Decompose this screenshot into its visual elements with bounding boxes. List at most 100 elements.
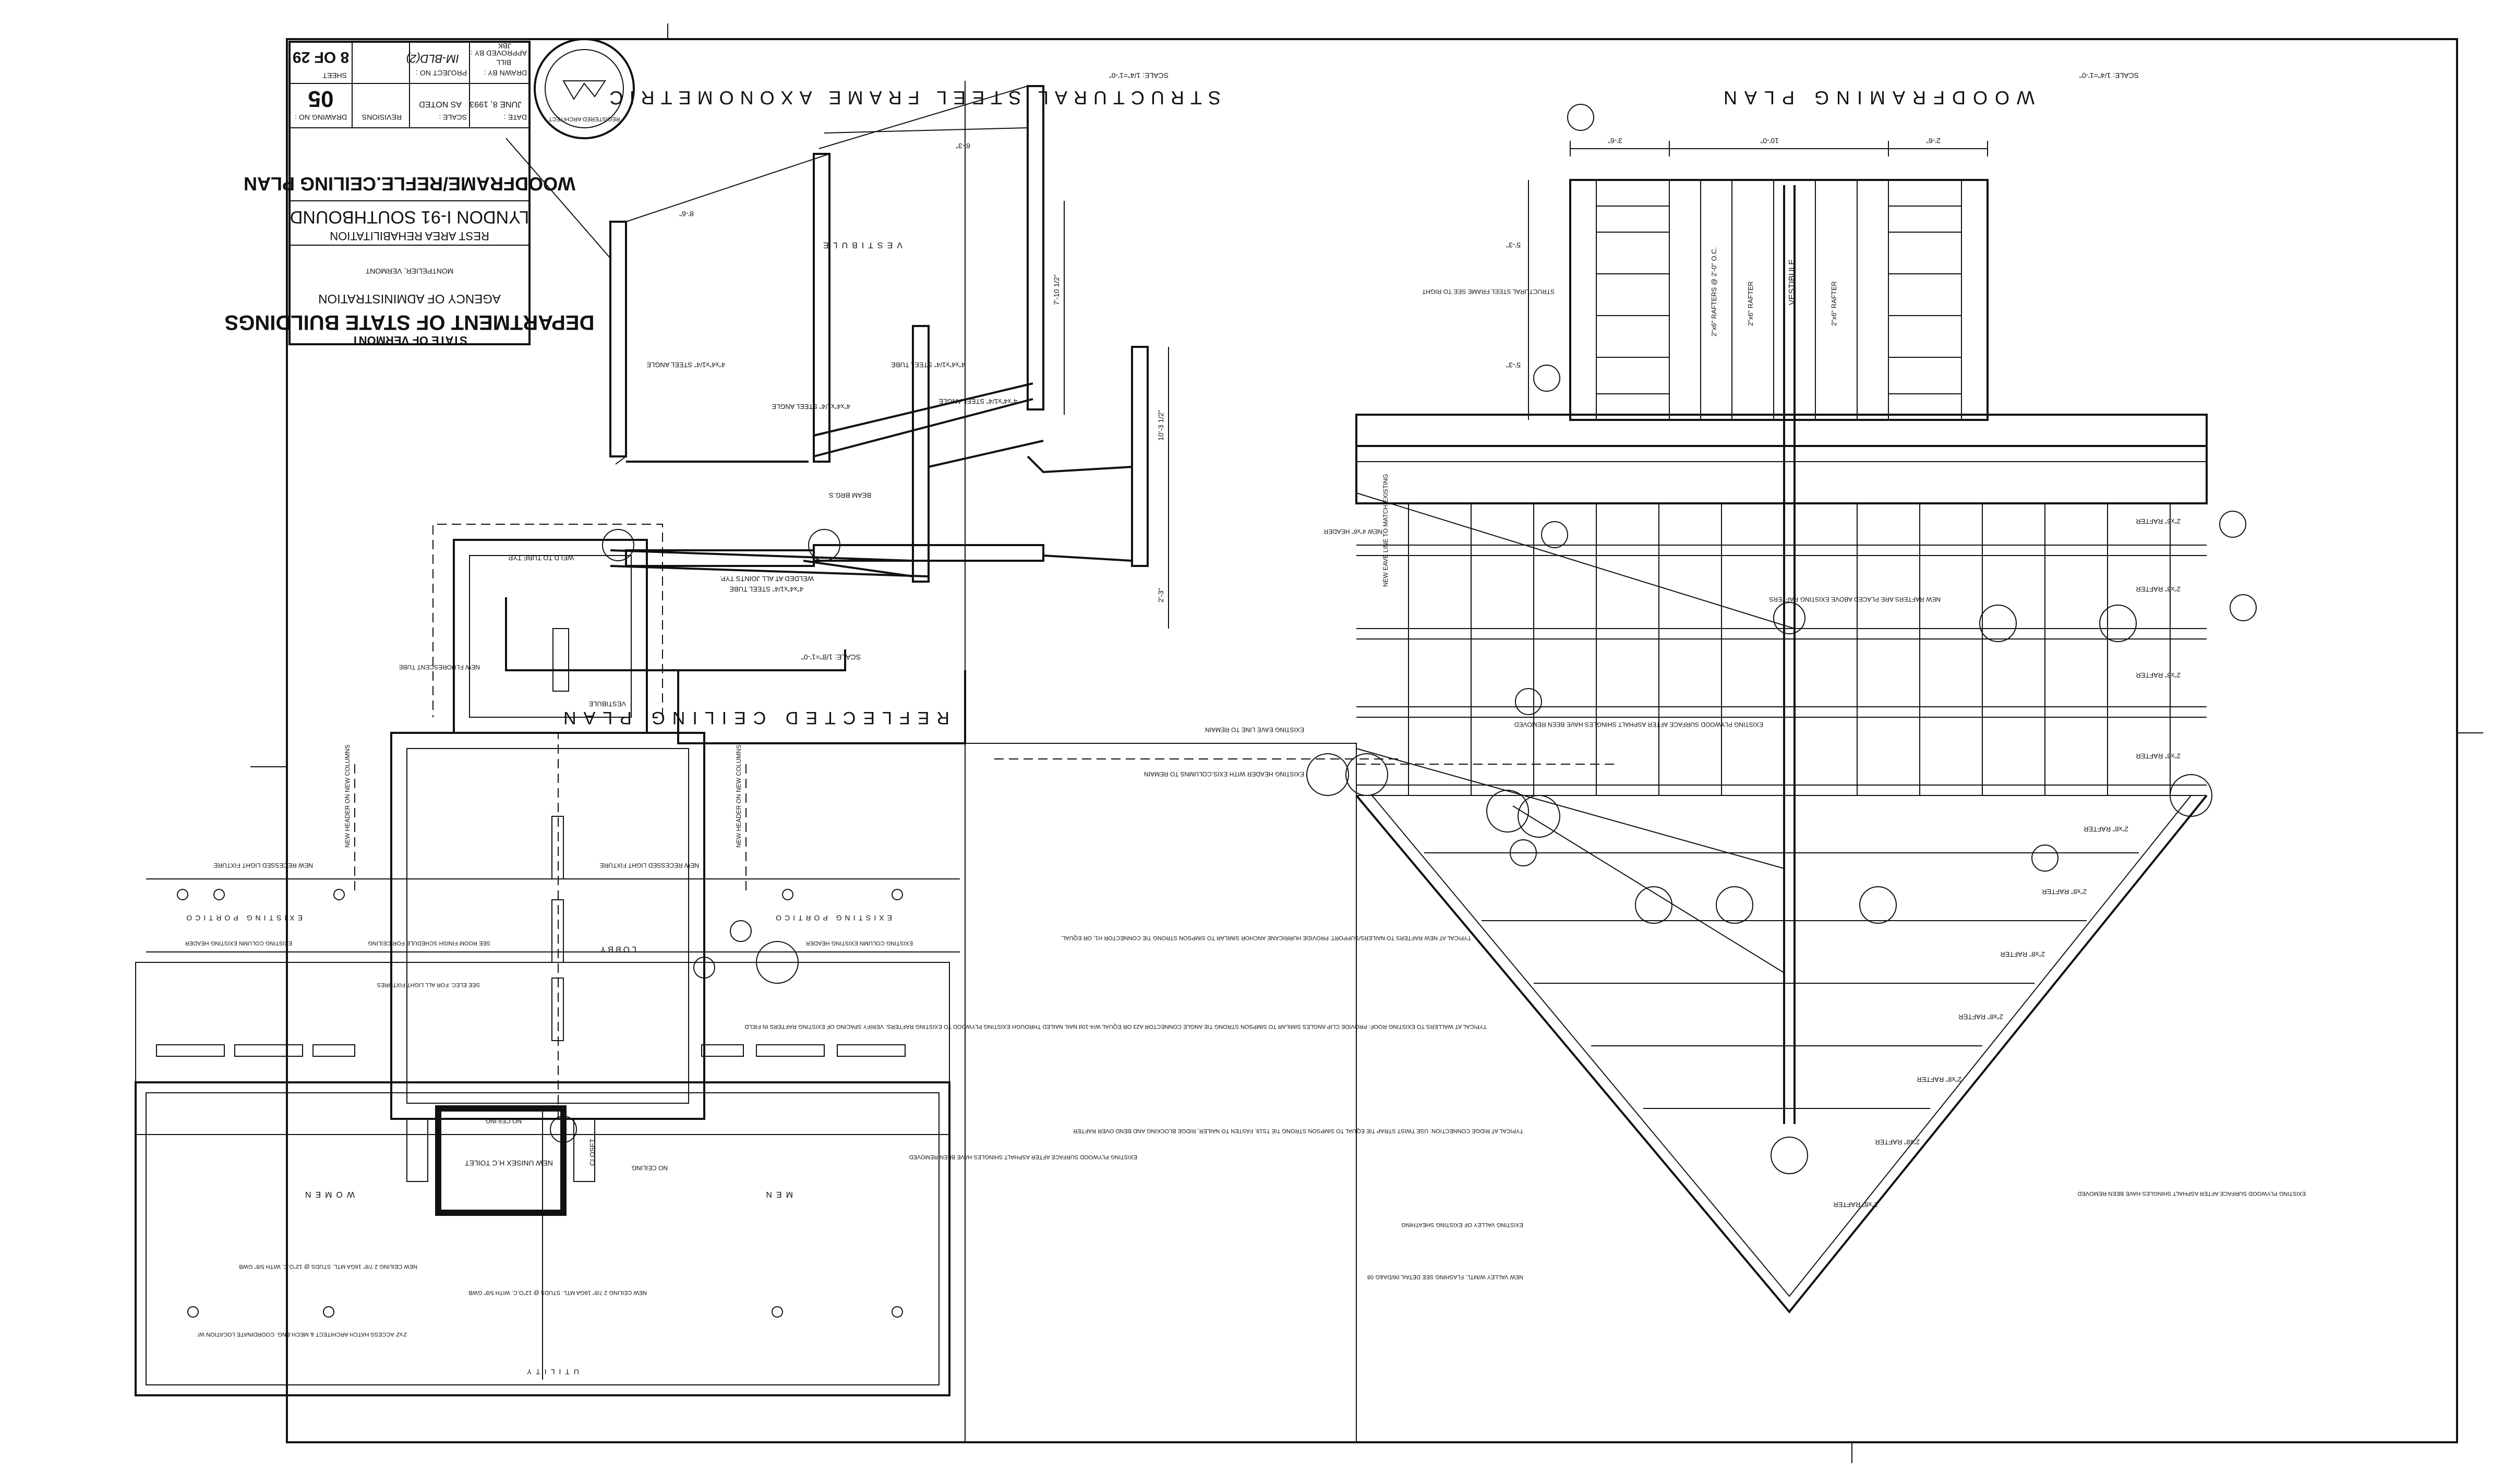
- wf-dim-4: 5'-3": [1506, 361, 1521, 369]
- rcp-note-ceiling-right: NEW CEILING 2 7/8" 16GA MTL. STUDS @ 12"…: [239, 1263, 417, 1270]
- rcp-note-elec: SEE ELEC. FOR ALL LIGHT FIXTURES: [377, 982, 480, 988]
- stud-lines: [1408, 503, 2171, 795]
- rafter-label-3: 2"x8" RAFTER: [2136, 671, 2181, 679]
- rafter-label-11: 2"x8" RAFTER: [1833, 1201, 1878, 1209]
- tb-scale-label: SCALE :: [439, 113, 467, 122]
- rafter-label-8: 2"x8" RAFTER: [1958, 1013, 2003, 1021]
- axon-label-8: BEAM BRG.S: [829, 491, 871, 499]
- tb-agency: AGENCY OF ADMINISTRATION: [318, 292, 501, 306]
- note-eave-line: NEW EAVE LINE TO MATCH EXISTING: [1382, 474, 1389, 587]
- vestibule-rafter-1: 2"x6" RAFTER: [1830, 281, 1838, 326]
- tb-drawnby-value: BILL: [496, 58, 511, 67]
- axon-dim-5: 2'-3": [1157, 588, 1165, 602]
- vestibule-rafter-3: 2"x6" RAFTERS @ 2'-0" O.C.: [1710, 247, 1718, 336]
- note-asphalt-left: EXISTING PLYWOOD SURFACE AFTER ASPHALT S…: [2077, 1190, 2306, 1197]
- tb-projno-label: PROJECT NO :: [416, 69, 467, 77]
- title-block: DEPARTMENT OF STATE BUILDINGS STATE OF V…: [225, 41, 595, 347]
- portico-left: EXISTING PORTICO: [773, 914, 892, 922]
- axon-label-4: 4"x4"x1/4" STEEL ANGLE: [938, 397, 1017, 405]
- tb-drawnby-label: DRAWN BY :: [484, 69, 527, 77]
- no-ceiling-right: NO CEILING: [486, 1117, 522, 1125]
- note-typical-ridge: TYPICAL AT RIDGE CONNECTION: USE TWIST S…: [1073, 1128, 1523, 1134]
- note-valley-new: NEW VALLEY W/MTL. FLASHING SEE DETAIL 06…: [1367, 1274, 1523, 1280]
- axon-dim-4: 7'-10 1/2": [1052, 274, 1061, 305]
- rafter-label-4: 2"x8" RAFTER: [2136, 752, 2181, 760]
- room-utility: UTILITY: [523, 1368, 579, 1376]
- tb-project: REST AREA REHABILITATION: [330, 230, 489, 243]
- note-typical-rafters: TYPICAL AT NEW RAFTERS TO NAILERS/SUPPOR…: [1061, 935, 1471, 941]
- rafter-label-1: 2"x6" RAFTER: [2136, 517, 2181, 525]
- tb-sheet-label: SHEET: [322, 71, 347, 80]
- rafter-label-2: 2"x8" RAFTER: [2136, 585, 2181, 593]
- rafter-label-5: 2"x8" RAFTER: [2084, 825, 2128, 833]
- note-steel-frame: STRUCTURAL STEEL FRAME SEE TO RIGHT: [1422, 288, 1555, 295]
- rafter-label-7: 2"x8" RAFTER: [2000, 950, 2045, 958]
- rcp-note-header-right: NEW HEADER ON NEW COLUMNS: [344, 745, 351, 848]
- tb-scale-value: AS NOTED: [419, 100, 462, 108]
- room-men: MEN: [762, 1190, 793, 1199]
- room-toilet: NEW UNISEX H.C TOILET: [464, 1159, 553, 1167]
- tb-date-label: DATE :: [504, 113, 527, 122]
- vestibule-rafter-2: 2"x6" RAFTER: [1747, 281, 1754, 326]
- architect-seal: REGISTERED ARCHITECT: [534, 38, 635, 139]
- steel-axonometric: STRUCTURAL STEEL FRAME AXONOMETRIC SCALE…: [505, 71, 1221, 629]
- wf-dim-3: 3'-6": [1608, 137, 1622, 145]
- rcp-scale: SCALE: 1/8"=1'-0": [801, 653, 861, 661]
- tb-projno-value: IM-BLD(2): [406, 52, 459, 65]
- portico-right: EXISTING PORTICO: [183, 914, 303, 922]
- woodframing-title: WOODFRAMING PLAN: [1716, 87, 2034, 108]
- room-women: WOMEN: [301, 1190, 355, 1199]
- seal-text: REGISTERED ARCHITECT: [548, 116, 620, 122]
- note-asphalt-top: EXISTING PLYWOOD SURFACE AFTER ASPHALT S…: [1514, 721, 1763, 728]
- sheet-border: [250, 23, 2483, 1463]
- axon-dim-1: 8'-6": [679, 210, 694, 218]
- note-new-header: NEW 4"x6" HEADER: [1323, 528, 1382, 535]
- tb-sheet-value: 8 OF 29: [293, 49, 349, 66]
- reflected-ceiling-plan: REFLECTED CEILING PLAN SCALE: 1/8"=1'-0": [135, 524, 966, 1396]
- rcp-note-fluorescent: NEW FLUORESCENT TUBE: [399, 663, 480, 671]
- rafter-label-10: 2"x8" RAFTER: [1875, 1138, 1920, 1146]
- note-valley: EXISTING VALLEY OF EXISTING SHEATHING: [1401, 1222, 1523, 1228]
- wf-dim-1: 2'-6": [1926, 137, 1941, 145]
- axon-label-1: 4"x4"x1/4" STEEL TUBE: [729, 585, 803, 593]
- no-ceiling-left: NO CEILING: [632, 1164, 668, 1172]
- axon-label-7: WELDED AT ALL JOINTS TYP.: [720, 575, 814, 583]
- tb-revisions-label: REVISIONS: [362, 113, 402, 122]
- tb-drawing-title: WOODFRAME/REFLE.CEILING PLAN: [244, 173, 575, 195]
- axon-label-5: 4"x4"x1/4" STEEL TUBE: [891, 361, 965, 369]
- rcp-note-finish: SEE ROOM FINISH SCHEDULE FOR CEILING: [368, 940, 490, 946]
- tb-city: MONTPELIER, VERMONT: [365, 267, 453, 275]
- rcp-note-column-left: EXISTING COLUMN EXISTING HEADER: [806, 940, 913, 946]
- note-existing-rafters: NEW RAFTERS ARE PLACED ABOVE EXISTING RA…: [1769, 596, 1941, 603]
- axon-label-2: 4"x4"x1/4" STEEL ANGLE: [646, 361, 725, 369]
- rcp-note-column-right: EXISTING COLUMN EXISTING HEADER: [185, 940, 292, 946]
- room-closet: CLOSET: [588, 1139, 596, 1166]
- room-lobby: LOBBY: [598, 945, 636, 954]
- rafter-label-6: 2"x8" RAFTER: [2042, 888, 2087, 896]
- note-typical-walls: TYPICAL AT WALLERS TO EXISTING ROOF: PRO…: [744, 1023, 1487, 1030]
- room-vestibule: VESTIBULE: [588, 700, 626, 708]
- note-header-remain: EXISTING HEADER WITH EXIS.COLUMNS TO REM…: [1144, 770, 1304, 778]
- rcp-note-recessed-right: NEW RECESSED LIGHT FIXTURE: [214, 862, 313, 869]
- tb-department: DEPARTMENT OF STATE BUILDINGS: [225, 311, 595, 334]
- axon-dim-3: 10'-3 1/2": [1157, 410, 1165, 441]
- rafter-label-9: 2"x8" RAFTER: [1917, 1076, 1961, 1083]
- rcp-note-header-left: NEW HEADER ON NEW COLUMNS: [735, 745, 742, 848]
- axon-title: STRUCTURAL STEEL FRAME AXONOMETRIC: [604, 87, 1221, 108]
- tb-location: LYNDON I-91 SOUTHBOUND: [290, 207, 529, 227]
- axon-dim-2: 6'-3": [956, 142, 970, 150]
- woodframing-scale: SCALE: 1/4"=1'-0": [2079, 71, 2139, 80]
- woodframing-plan: WOODFRAMING PLAN SCALE: 1/4"=1'-0" VESTI…: [744, 71, 2306, 1443]
- rcp-note-ceiling-left: NEW CEILING 2 7/8" 16GA MTL. STUDS @ 12"…: [468, 1289, 647, 1296]
- tb-approved-value: JBK: [498, 42, 511, 50]
- axon-scale: SCALE: 1/4"=1'-0": [1109, 71, 1169, 80]
- rafter-lines: [1356, 545, 2207, 1109]
- rcp-note-recessed-left: NEW RECESSED LIGHT FIXTURE: [600, 862, 699, 869]
- wf-dim-2: 10'-0": [1760, 137, 1779, 145]
- tb-date-value: JUNE 8, 1993: [469, 100, 522, 108]
- note-eave-remain: EXISTING EAVE LINE TO REMAIN: [1205, 726, 1304, 733]
- tb-drawingno-value: 05: [308, 86, 334, 112]
- axon-label-3: 4"x4"x1/4" STEEL ANGLE: [772, 403, 850, 411]
